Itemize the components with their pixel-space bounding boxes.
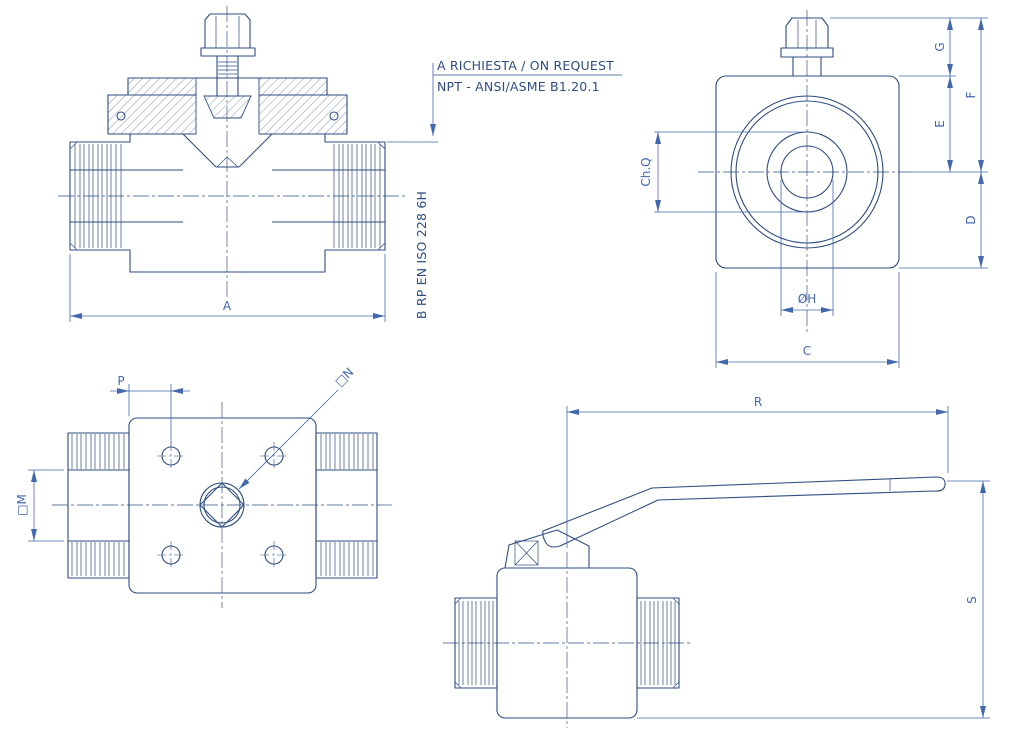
side-view: Ch.Q ØH C G E F D <box>639 10 988 368</box>
dim-p-extension-lines <box>128 384 172 445</box>
bore-lines <box>70 169 385 223</box>
thread-lines-right <box>320 434 374 576</box>
port-left-chamfers <box>454 597 462 689</box>
thread-note-b: B RP EN ISO 228 6H <box>414 191 429 319</box>
bolt-hole-centerlines <box>157 442 288 569</box>
front-section-view: A A RICHIESTA / ON REQUEST NPT - ANSI/AS… <box>58 6 622 322</box>
seat-funnel <box>182 133 273 168</box>
stem-collar <box>780 47 834 58</box>
stem-end-cross <box>514 540 539 566</box>
port-left-flats <box>68 469 129 542</box>
boss-circle-outer <box>730 95 884 249</box>
dim-label-r: R <box>754 395 762 409</box>
bonnet-section-right <box>258 77 328 96</box>
port-right-flats <box>316 469 377 542</box>
thread-lines-left <box>71 434 125 576</box>
dim-h-extension-lines <box>780 180 834 316</box>
stem-nut-facets <box>797 20 817 48</box>
dim-c-extension-lines <box>715 272 900 368</box>
stem-nut-facets <box>215 16 240 48</box>
oring-right <box>329 111 339 121</box>
dim-label-h: ØH <box>798 292 816 306</box>
dim-label-chq: Ch.Q <box>639 157 653 186</box>
dim-a-extension-lines <box>69 254 386 322</box>
thread-lines-right <box>640 601 676 685</box>
stem-square-drive <box>199 482 245 528</box>
dim-label-n: □N <box>332 365 356 389</box>
gland-section <box>203 95 252 119</box>
stem-bore-circle-inner <box>203 486 241 524</box>
lever-side-view: R S <box>443 395 990 728</box>
dim-label-m: □M <box>15 494 29 516</box>
stem-end-square <box>514 540 539 566</box>
thread-lines-right <box>333 144 381 248</box>
port-right-chamfers <box>672 597 680 689</box>
bore-circle <box>780 145 834 199</box>
dim-label-f: F <box>964 91 978 98</box>
ball-top-hint <box>216 156 239 168</box>
stem <box>216 56 239 96</box>
port-left <box>67 432 130 579</box>
stem-neck <box>792 57 822 76</box>
dim-label-g: G <box>933 42 947 51</box>
stem-nut <box>204 13 251 49</box>
oring-left <box>116 111 126 121</box>
note-line-1: A RICHIESTA / ON REQUEST <box>437 58 614 73</box>
body-square <box>715 75 900 269</box>
dim-r-extension-lines <box>566 406 949 548</box>
dim-m-extension-lines <box>28 469 64 542</box>
dim-s-extension-lines <box>637 480 990 719</box>
handle-lever <box>542 476 946 548</box>
dim-label-p: P <box>117 374 124 388</box>
dim-label-e: E <box>933 120 947 128</box>
dim-label-s: S <box>965 596 979 604</box>
port-right <box>315 432 378 579</box>
thread-lines-left <box>458 601 494 685</box>
boss-circle-inner <box>735 100 879 244</box>
handle-bracket <box>504 529 590 569</box>
port-right <box>636 597 680 689</box>
note-line-2: NPT - ANSI/ASME B1.20.1 <box>437 79 600 94</box>
dim-n-leader <box>238 389 339 490</box>
bonnet-section-left <box>127 77 197 96</box>
flange-square <box>128 417 317 594</box>
top-view: P □N □M <box>15 365 392 608</box>
flange-section-left <box>107 94 197 135</box>
stem-thread-lines <box>218 61 237 75</box>
gland-circle <box>766 131 848 213</box>
thread-lines-left <box>74 144 122 248</box>
dim-label-d: D <box>964 215 978 224</box>
dim-label-c: C <box>803 344 811 358</box>
port-left <box>454 597 498 689</box>
dim-chq-extension-lines <box>654 131 802 213</box>
flange-section-right <box>258 94 348 135</box>
stem-collar <box>200 47 256 57</box>
right-extension-lines <box>830 17 988 269</box>
thread-chamfers <box>69 141 386 251</box>
dim-label-a: A <box>223 299 232 313</box>
